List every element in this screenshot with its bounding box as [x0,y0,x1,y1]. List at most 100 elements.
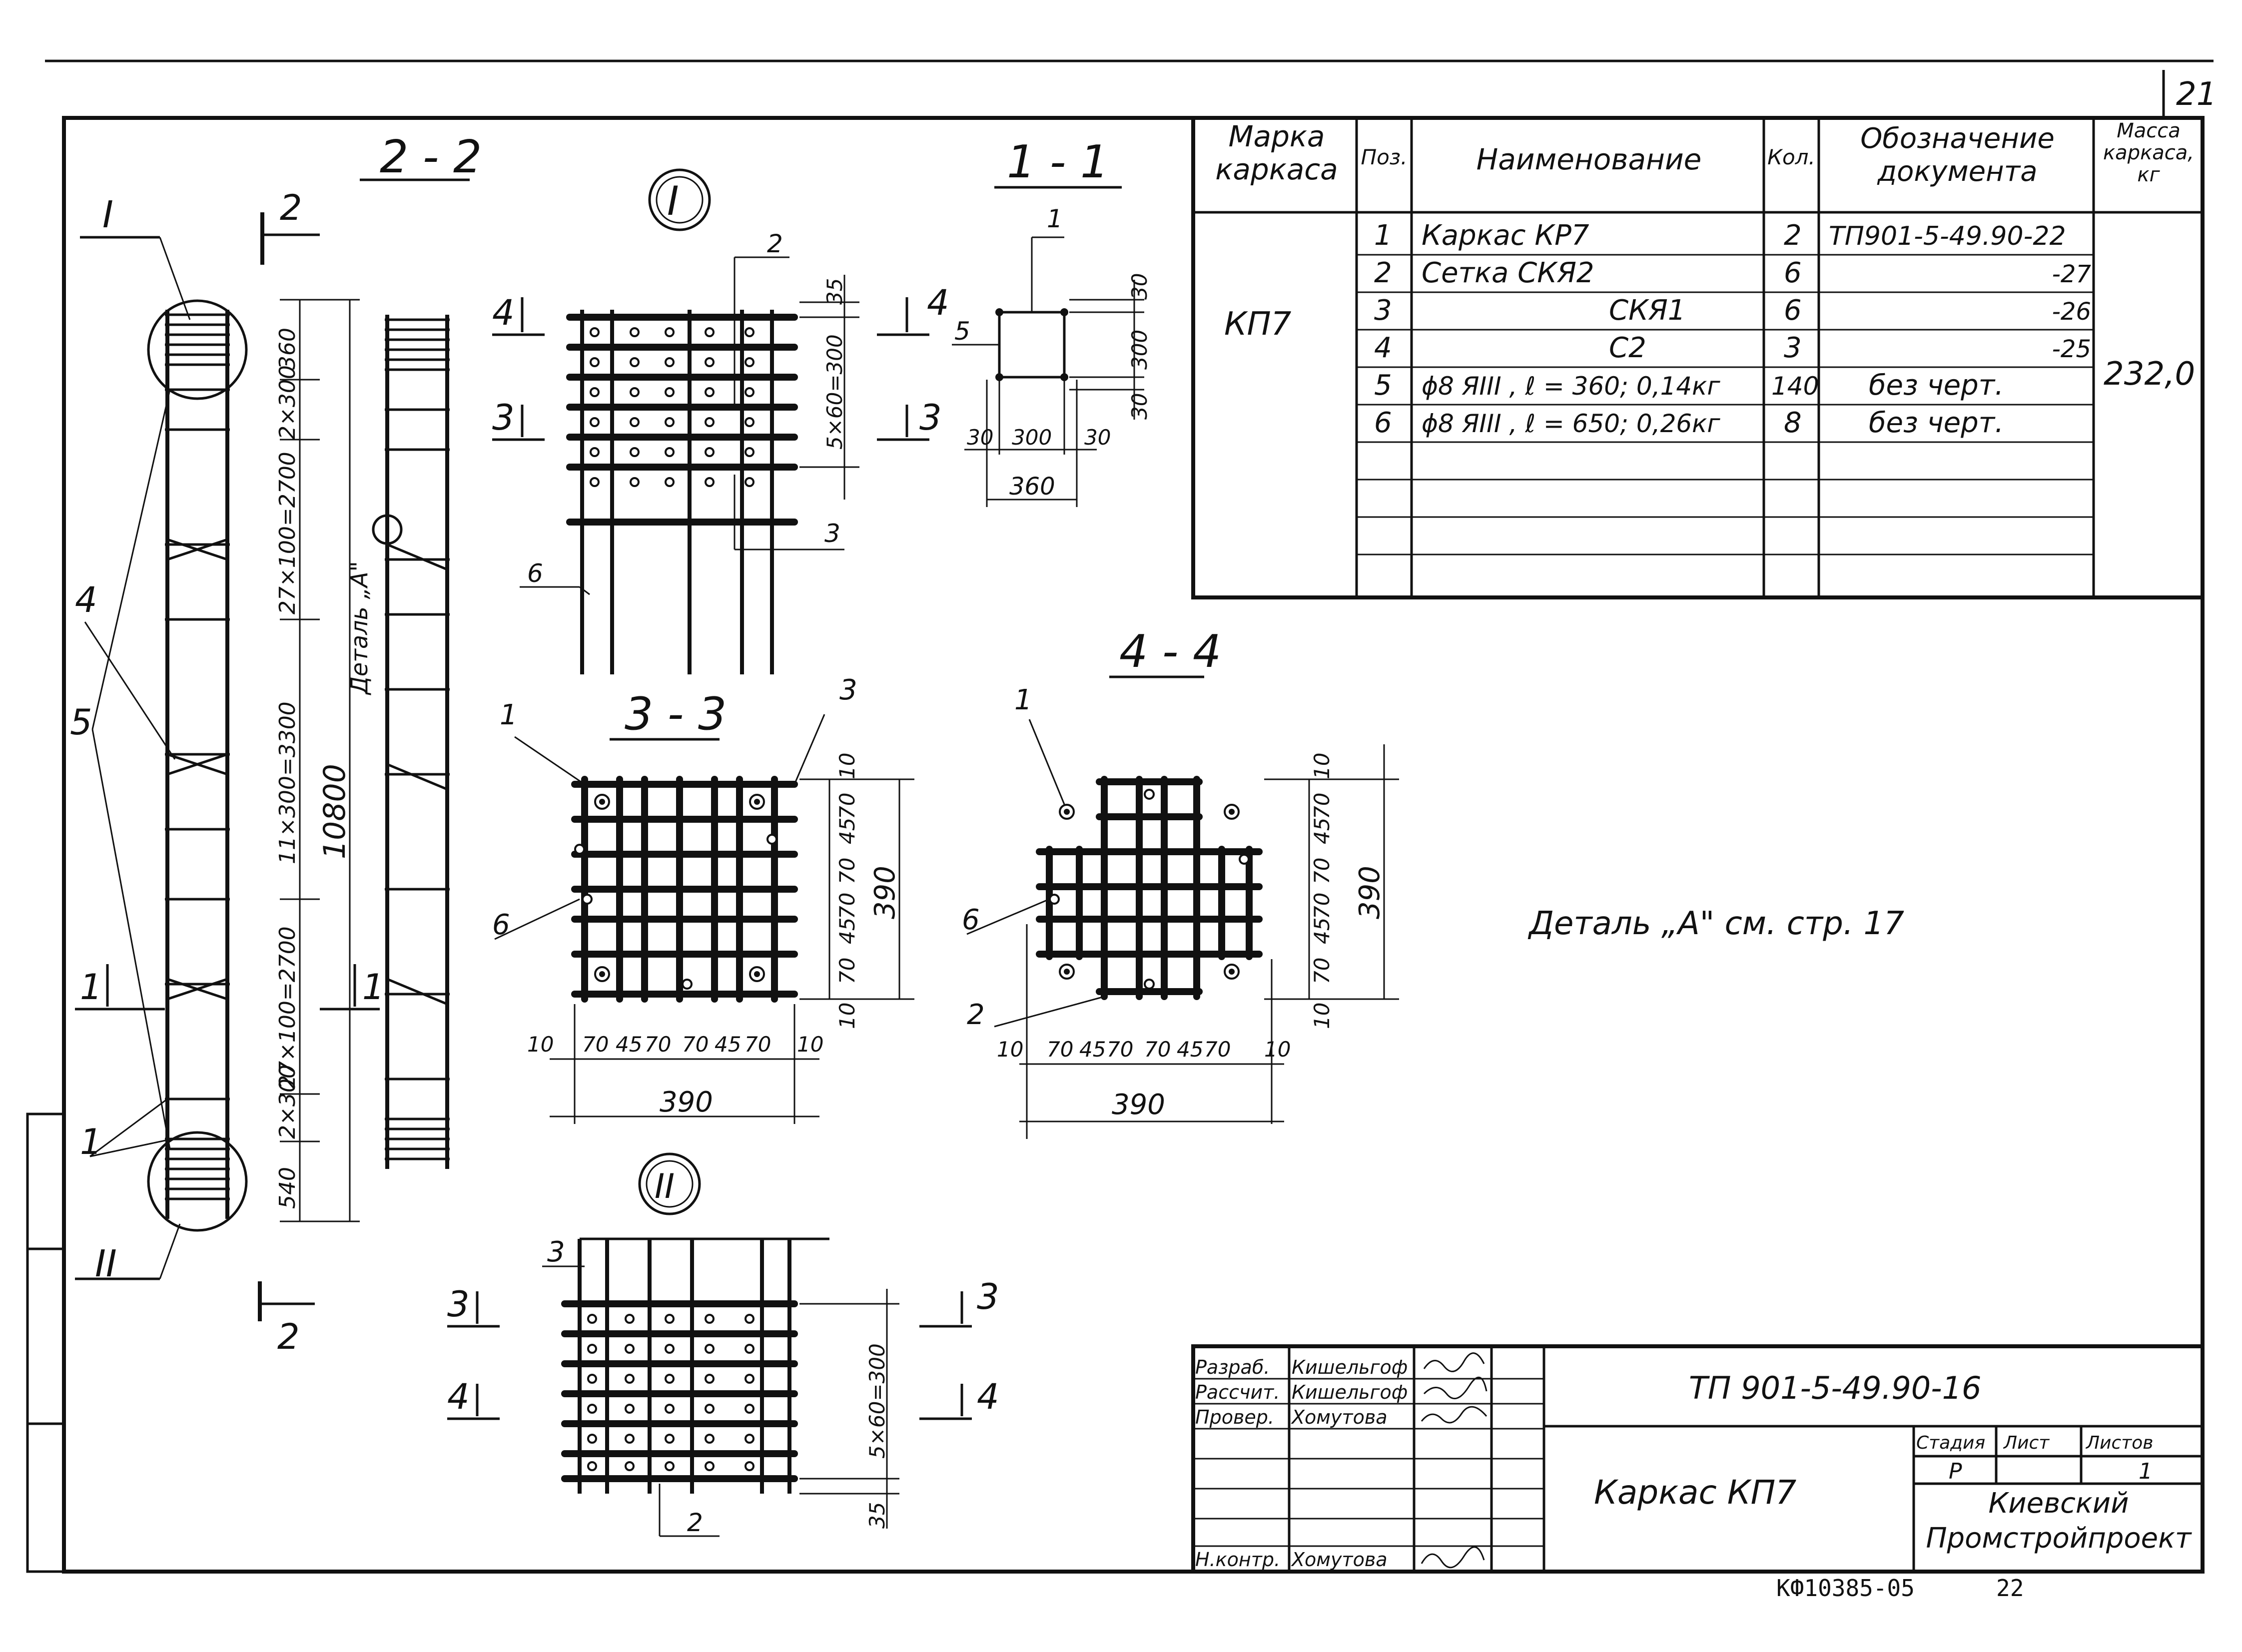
row2-pos: 2 [1374,257,1392,289]
sec11-vdim-300: 300 [1127,330,1152,370]
node-I-marker: I [102,193,113,236]
row6-doc: без черт. [1869,407,2004,439]
row6-pos: 6 [1374,407,1392,439]
sec11-dim-360: 360 [1009,473,1055,501]
node-I-mark-3-left: 3 [492,397,515,438]
sec33-xdim-4: 70 [645,1032,671,1057]
sec11-dim-300: 300 [1012,425,1052,450]
sec33-ydim-7: 70 [835,958,859,984]
node-I-pos-6: 6 [527,559,543,588]
section-4-4-title: 4 - 4 [1119,625,1221,678]
section-1-1: 1 - 1 1 5 30 300 30 360 30 300 [952,136,1152,507]
node-I-title: I [667,178,679,224]
row4-pos: 4 [1374,332,1392,364]
sec44-ydim-1: 10 [1310,753,1334,779]
sec33-xdim-1: 10 [527,1032,554,1057]
sec33-ydim-1: 10 [835,753,859,779]
sec11-pos-5: 5 [954,317,970,346]
role-calculated: Рассчит. [1195,1381,1280,1403]
sec33-ydim-total: 390 [869,866,901,919]
detail-note: Деталь „А" см. стр. 17 [1527,905,1904,942]
dim-540: 540 [275,1167,300,1209]
node-I-mark-4-right: 4 [927,282,949,323]
sec33-ydim-4: 70 [835,858,859,884]
section-mark-2-bottom: 2 [277,1316,300,1357]
leader-4: 4 [75,579,97,620]
header-pos: Поз. [1361,145,1408,169]
row4-qty: 3 [1784,332,1802,364]
node-I-view: I 4 3 4 3 [492,168,949,674]
sheet-label: Лист [2003,1433,2050,1453]
sec44-xdim-4: 70 [1107,1037,1133,1062]
sec33-xdim-3: 45 [616,1032,642,1057]
sec33-xdim-total: 390 [660,1086,713,1118]
sec44-ydim-total: 390 [1354,866,1386,919]
node-I-pos-2: 2 [767,229,783,258]
name-norm-control: Хомутова [1291,1549,1388,1571]
node-I-dim-35: 35 [822,278,847,305]
doc-code: ТП 901-5-49.90-16 [1689,1370,1982,1406]
sec11-pos-1: 1 [1047,204,1063,233]
section-2-2: 2 - 2 2 I [70,131,482,1357]
row1-qty: 2 [1784,219,1802,252]
node-II-mark-4-right: 4 [977,1376,999,1417]
node-II-dim-35: 35 [865,1502,889,1529]
dim-total-10800: 10800 [317,764,352,859]
sec44-xdim-6: 45 [1177,1037,1203,1062]
node-I-circle [147,299,248,400]
name-checked: Хомутова [1291,1406,1388,1428]
stage-value: Р [1949,1459,1962,1484]
node-II-pos-3: 3 [547,1236,565,1268]
sec44-pos-1: 1 [1014,684,1032,716]
stage-label: Стадия [1916,1433,1985,1453]
row5-pos: 5 [1374,369,1392,402]
node-II-title: II [655,1167,675,1206]
dim-2x300-bottom: 2×300 [275,1065,300,1139]
doc-title: Каркас КП7 [1594,1473,1796,1512]
row-mass: 232,0 [2104,356,2195,393]
sec33-ydim-8: 10 [835,1003,859,1029]
archive-page: 22 [1996,1575,2024,1602]
sec11-vdim-30-bottom: 30 [1127,393,1152,420]
node-II-pos-2: 2 [687,1508,703,1537]
section-4-4: 4 - 4 1 6 [962,625,1399,1139]
dim-27x100-bottom: 27×100=2700 [275,926,300,1089]
sec44-xdim-8: 10 [1264,1037,1291,1062]
row2-qty: 6 [1784,257,1802,289]
row3-qty: 6 [1784,294,1802,327]
sec44-ydim-6: 45 [1310,918,1334,944]
sec44-ydim-7: 70 [1310,958,1334,984]
sheets-value: 1 [2139,1459,2153,1484]
sheets-label: Листов [2085,1433,2153,1453]
role-checked: Провер. [1195,1406,1274,1428]
header-doc: Обозначение документа [1860,122,2055,188]
row1-pos: 1 [1374,219,1392,252]
sec33-pos-1: 1 [500,699,518,731]
sec44-pos-6: 6 [962,904,980,936]
row1-name: Каркас КР7 [1422,219,1589,252]
section-2-2-title: 2 - 2 [380,131,482,183]
sec33-ydim-5: 70 [835,893,859,919]
row5-qty: 140 [1771,372,1819,401]
node-II-dim-pitch: 5×60=300 [865,1343,889,1459]
title-block: Разраб. Рассчит. Провер. Н.контр. Кишель… [1191,1344,2205,1574]
row3-doc: -26 [2052,298,2091,326]
sec44-xdim-1: 10 [997,1037,1023,1062]
sec44-xdim-5: 70 [1144,1037,1171,1062]
sec33-xdim-5: 70 [682,1032,709,1057]
spec-table: Марка каркаса Поз. Наименование Кол. Обо… [1191,116,2205,599]
node-II-mark-3-left: 3 [447,1284,470,1325]
node-I-mark-3-right: 3 [919,397,942,438]
sec44-ydim-4: 70 [1310,858,1334,884]
sec33-xdim-2: 70 [582,1032,609,1057]
sheet-number: 21 [2176,76,2217,113]
role-developer: Разраб. [1195,1356,1270,1378]
sec44-xdim-7: 70 [1204,1037,1231,1062]
sec44-ydim-8: 10 [1310,1003,1334,1029]
sec44-xdim-total: 390 [1112,1089,1165,1121]
row1-doc: ТП901-5-49.90-22 [1829,221,2066,251]
row5-doc: без черт. [1869,369,2004,402]
node-I-mark-4-left: 4 [492,292,515,333]
row4-name: С2 [1609,332,1646,364]
sheet-frame [26,59,2214,1574]
